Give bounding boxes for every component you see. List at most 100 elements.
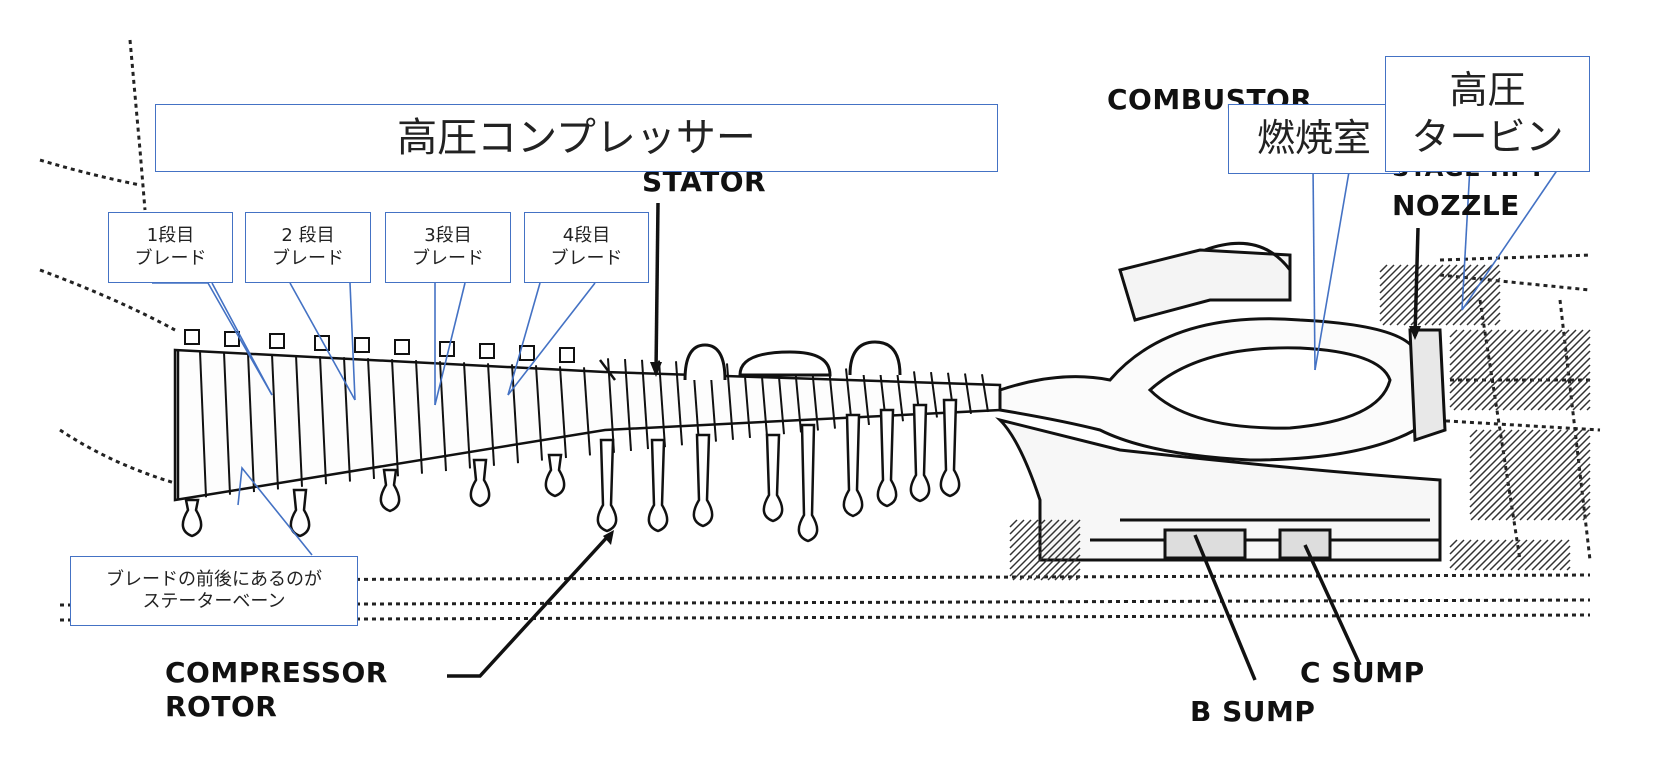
- hatch-line: [1559, 559, 1571, 571]
- blade-line: [607, 358, 615, 453]
- hatch-line: [1475, 539, 1507, 571]
- hatch-line: [1068, 568, 1081, 581]
- rotor-disk: [797, 423, 819, 543]
- hatch-line: [1469, 429, 1541, 501]
- hatch-line: [1026, 526, 1081, 581]
- blade-line: [726, 363, 734, 440]
- hatch-line: [1009, 519, 1067, 577]
- hatch-line: [1540, 470, 1591, 521]
- rotor-disk: [181, 498, 203, 538]
- hatch-line: [1572, 392, 1591, 411]
- hatch-line: [1480, 305, 1501, 326]
- hatch-line: [1470, 429, 1562, 521]
- hatch-line: [1009, 519, 1018, 528]
- hatch-line: [1484, 429, 1576, 521]
- rotor-disk: [692, 433, 714, 528]
- hatch-line: [1379, 264, 1395, 280]
- rotor-disk: [939, 398, 961, 498]
- b-sump-label: B SUMP: [1190, 695, 1316, 728]
- stage1-blade-callout: 1段目 ブレード: [108, 212, 233, 283]
- rotor-disk: [647, 438, 669, 533]
- hatch-line: [1054, 554, 1081, 581]
- hatch-line: [1379, 264, 1402, 287]
- hatch-line: [1524, 539, 1556, 571]
- stage3-blade-callout: 3段目 ブレード: [385, 212, 511, 283]
- hatch-line: [1469, 429, 1534, 494]
- hp-compressor-callout: 高圧コンプレッサー: [155, 104, 998, 172]
- blade-line: [199, 351, 207, 498]
- blade-line: [760, 364, 768, 437]
- hatch-line: [1382, 264, 1444, 326]
- hatch-line: [1552, 552, 1571, 571]
- stage2-blade-callout: 2 段目 ブレード: [245, 212, 371, 283]
- hatch-line: [1453, 329, 1535, 411]
- blade-line: [583, 367, 591, 456]
- hatch-line: [1503, 539, 1535, 571]
- hatch-line: [1469, 429, 1513, 473]
- hatch-line: [1379, 264, 1437, 322]
- hatch-line: [1554, 484, 1591, 521]
- blade-line: [658, 360, 666, 448]
- casing-boss: [394, 339, 410, 355]
- rotor-disk: [544, 453, 566, 498]
- hatch-line: [1544, 364, 1591, 411]
- hatch-line: [1467, 329, 1549, 411]
- hatch-line: [1449, 329, 1479, 359]
- hatch-line: [1551, 371, 1591, 411]
- hatch-line: [1461, 539, 1493, 571]
- blade-line: [624, 359, 632, 451]
- hatch-line: [1009, 519, 1039, 549]
- hatch-line: [1533, 463, 1591, 521]
- hatch-line: [1040, 540, 1081, 581]
- hatch-line: [1473, 298, 1501, 326]
- hatch-line: [1474, 329, 1556, 411]
- blade-line: [535, 365, 543, 461]
- compressor-rotor-label: COMPRESSOR ROTOR: [165, 656, 388, 723]
- hatch-line: [1466, 291, 1501, 326]
- hatch-line: [1410, 264, 1472, 326]
- casing-boss: [479, 343, 495, 359]
- rotor-disk: [842, 413, 864, 518]
- combustor-callout: 燃焼室: [1228, 104, 1400, 174]
- hatch-line: [1575, 505, 1591, 521]
- blade-line: [319, 356, 327, 485]
- hatch-line: [1469, 429, 1506, 466]
- blade-line: [223, 352, 231, 495]
- hatch-line: [1449, 329, 1500, 380]
- hatch-line: [1469, 429, 1499, 459]
- blade-line: [415, 360, 423, 474]
- hatch-line: [1558, 378, 1591, 411]
- hatch-line: [1379, 264, 1388, 273]
- hatch-line: [1469, 429, 1527, 487]
- hatch-line: [1517, 539, 1549, 571]
- hatch-line: [1460, 329, 1542, 411]
- hatch-line: [1469, 429, 1478, 438]
- blade-line: [463, 362, 471, 469]
- hatch-line: [1545, 545, 1571, 571]
- hatch-line: [1396, 264, 1458, 326]
- hatch-line: [1449, 329, 1472, 352]
- hatch-line: [1379, 264, 1423, 308]
- blade-line: [981, 374, 989, 413]
- hatch-line: [1431, 264, 1493, 326]
- hatch-line: [1438, 264, 1500, 326]
- blade-line: [271, 354, 279, 490]
- stator-vane-note-callout: ブレードの前後にあるのが ステーターベーン: [70, 556, 358, 626]
- blade-line: [511, 364, 519, 464]
- hatch-line: [1512, 442, 1591, 521]
- hatch-line: [1489, 539, 1521, 571]
- casing-boss: [224, 331, 240, 347]
- hatch-line: [1502, 329, 1584, 411]
- hatch-line: [1481, 329, 1563, 411]
- hatch-line: [1491, 429, 1583, 521]
- hatch-line: [1523, 343, 1591, 411]
- blade-line: [794, 366, 802, 433]
- hatch-line: [1009, 519, 1053, 563]
- hatch-line: [1495, 329, 1577, 411]
- hatch-line: [1477, 429, 1569, 521]
- hatch-line: [1547, 477, 1591, 521]
- hatch-line: [1510, 539, 1542, 571]
- hatch-line: [1009, 519, 1060, 570]
- hatch-line: [1449, 329, 1458, 338]
